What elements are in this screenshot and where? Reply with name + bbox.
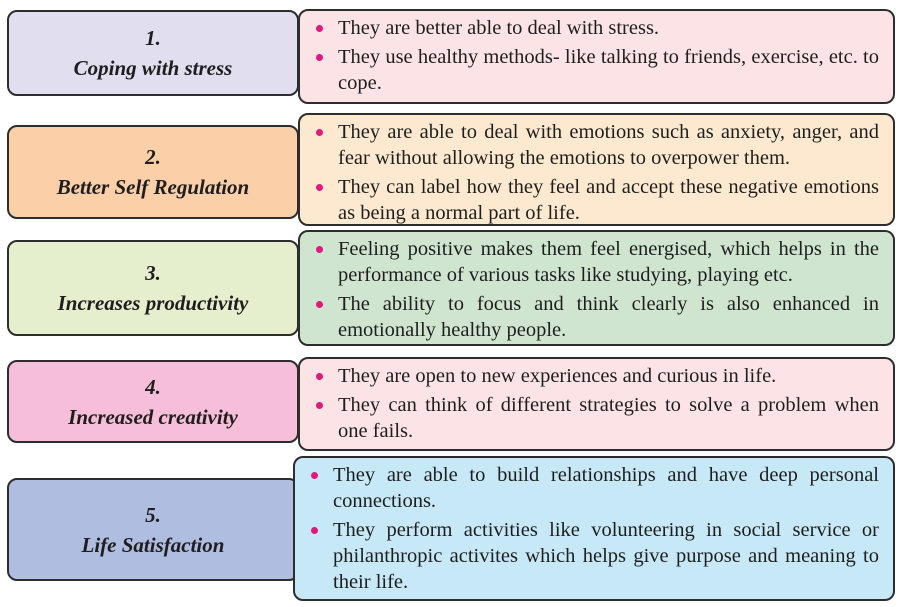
benefit-title: Life Satisfaction — [81, 532, 225, 557]
benefit-title: Increases productivity — [57, 291, 249, 315]
benefit-title: Coping with stress — [73, 56, 233, 80]
benefit-points-panel: They are open to new experiences and cur… — [298, 357, 895, 451]
benefit-points-panel: They are able to deal with emotions such… — [298, 113, 895, 226]
benefit-label-box: 1. Coping with stress — [7, 10, 299, 96]
benefit-point: They use healthy methods- like talking t… — [314, 44, 879, 96]
benefit-point: They are able to deal with emotions such… — [314, 119, 879, 171]
benefit-point: They can think of different strategies t… — [314, 392, 879, 444]
benefit-label-box: 3. Increases productivity — [7, 240, 299, 336]
benefit-points-list: They are better able to deal with stress… — [314, 15, 879, 96]
benefit-points-list: They are able to build relationships and… — [309, 462, 879, 595]
benefit-point: They perform activities like volunteerin… — [309, 517, 879, 595]
benefit-point: The ability to focus and think clearly i… — [314, 291, 879, 343]
benefit-points-panel: They are better able to deal with stress… — [298, 9, 895, 104]
benefit-number: 4. — [145, 374, 161, 399]
benefit-title: Increased creativity — [68, 404, 238, 429]
benefit-points-list: They are open to new experiences and cur… — [314, 363, 879, 444]
benefit-label-box: 2. Better Self Regulation — [7, 125, 299, 219]
benefit-points-panel: Feeling positive makes them feel energis… — [298, 230, 895, 346]
benefit-point: They are better able to deal with stress… — [314, 15, 879, 41]
benefit-point: They are able to build relationships and… — [309, 462, 879, 514]
benefit-number: 3. — [145, 261, 161, 285]
benefit-point: They can label how they feel and accept … — [314, 174, 879, 226]
benefit-number: 2. — [145, 145, 161, 169]
benefit-points-panel: They are able to build relationships and… — [293, 456, 895, 601]
benefit-point: Feeling positive makes them feel energis… — [314, 236, 879, 288]
benefit-title: Better Self Regulation — [56, 175, 250, 199]
benefit-point: They are open to new experiences and cur… — [314, 363, 879, 389]
benefit-number: 5. — [145, 502, 161, 527]
benefit-label-box: 5. Life Satisfaction — [7, 478, 299, 581]
benefit-points-list: They are able to deal with emotions such… — [314, 119, 879, 226]
benefit-points-list: Feeling positive makes them feel energis… — [314, 236, 879, 343]
benefit-number: 1. — [145, 26, 161, 50]
benefit-label-box: 4. Increased creativity — [7, 360, 299, 443]
